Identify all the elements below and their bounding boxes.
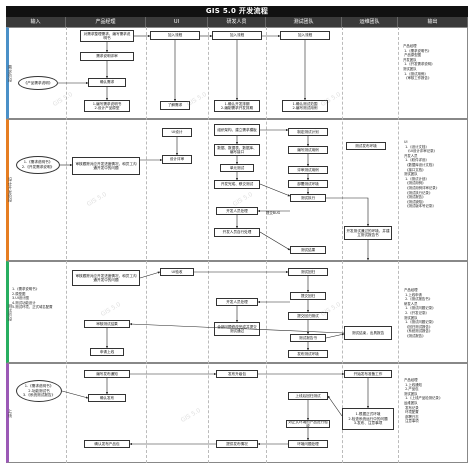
- phase-label-release: 上线: [8, 408, 13, 418]
- box-ops-deploy2: 发布测试环境: [288, 350, 328, 358]
- box-test-pass: 开发测试通过的环境，并建立测试报告书: [344, 226, 392, 240]
- box-ops-release: 开始发布准备工作: [344, 370, 392, 378]
- output-test: 产品经理 1.上线申请 2.《测试报告书》 研发人员 1.《测试问题记录》 2.…: [404, 288, 436, 338]
- box-ui-review: 设计评审: [162, 155, 192, 164]
- box-dev-prod: 提供发布情况: [216, 440, 258, 448]
- box-test-join1: 加入流程: [280, 31, 330, 40]
- box-pm-review: 需求说明评审: [80, 52, 134, 61]
- box-test-review: 评审测试用例: [288, 166, 328, 174]
- box-pm-track2: 审核跟踪对应开发进度情况，和员工沟通开发中的问题: [72, 270, 140, 286]
- column-divider: [66, 27, 67, 463]
- box-dev-unit: 单元测试: [220, 164, 254, 172]
- box-pm-confirm2: 确认发布: [88, 394, 126, 402]
- box-ui-join1: 加入流程: [150, 31, 200, 40]
- column-divider: [342, 27, 343, 463]
- box-test-online: 上线后回归测试: [288, 392, 328, 400]
- phase-design-dev: [6, 119, 468, 261]
- column-header-pm: 产品经理: [66, 17, 146, 27]
- column-header-ui: UI: [146, 17, 208, 27]
- box-ui-draw: UI设计: [162, 128, 192, 137]
- box-dev-join1: 加入流程: [212, 31, 262, 40]
- box-test-reg: 测试回归: [288, 268, 328, 276]
- box-dev-arch: 组织架构、建立需求模板: [214, 124, 260, 136]
- box-pm-confirm: 确认需求: [88, 78, 126, 87]
- box-dev-fix: 开发人员处理: [216, 207, 258, 215]
- box-test-env: 部署测试环境: [288, 180, 328, 188]
- box-test-report: 测试报告书: [290, 334, 326, 342]
- box-pm-accept2: 确认发布产品包: [84, 440, 130, 448]
- box-ops-deploy: 测试发布环境: [346, 142, 386, 150]
- column-divider: [266, 27, 267, 463]
- box-test-return: 提交回归: [290, 292, 326, 300]
- box-dev-ready: 开发完成、移交测试: [214, 180, 260, 189]
- box-dev-conf: 全部问题修改完成并提交测试通过: [214, 322, 260, 336]
- column-header-output: 输出: [398, 17, 468, 27]
- column-header-test: 测试团队: [266, 17, 342, 27]
- label-test-bug: 提交BUG: [266, 211, 281, 215]
- phase-label-requirements: 需求阶段: [8, 64, 13, 82]
- box-test-check2: 对正式环境的产品进行验收: [286, 420, 330, 428]
- box-dev-fixok: 开发人员自行处理: [214, 228, 260, 237]
- phase-label-testing: 测试阶段: [8, 303, 13, 321]
- box-pm-track: 审核跟踪对应开发进度情况，和员工沟通开发中的问题: [72, 157, 140, 175]
- phase-testing: [6, 261, 468, 363]
- column-divider: [208, 27, 209, 463]
- output-requirements: 产品经理 1.《需求说明书》 产品原型图 开发团队 1.《开发需求说明》 测试团…: [403, 44, 435, 81]
- box-dev-pkg: 发布升级包: [216, 370, 258, 378]
- column-header-ops: 运维团队: [342, 17, 398, 27]
- box-test-exec: 测试执行: [290, 194, 326, 202]
- column-divider: [398, 27, 399, 463]
- box-pm-accept: 审核测试结果: [84, 320, 130, 328]
- box-dev-code: 数据、数据表、数据库、编写接口: [214, 144, 260, 156]
- box-test-done: 测试结束，出具报告: [344, 326, 392, 340]
- box-dev-done: 环境问题处理: [288, 440, 328, 448]
- box-pm-release: 编写发布通知: [84, 370, 130, 378]
- input-requirements: 《产品需求说明》: [18, 76, 58, 90]
- phase-release: [6, 363, 468, 463]
- box-test-bug2: 提交回归测试: [288, 312, 328, 320]
- input-design: 1.《需求说明书》2.《开发需求说明》: [16, 156, 60, 174]
- box-test-case: 编写测试用例: [288, 146, 328, 154]
- box-pm-online: 申请上线: [90, 348, 124, 356]
- box-dev-fix2: 开发人员处理: [216, 298, 258, 306]
- box-pm-analysis: 对需求整理需求，编写需求说明书: [80, 30, 134, 42]
- column-header-input: 输入: [6, 17, 66, 27]
- output-design: UI 1.《设计文档》 《UI设计评审记录》 开发人员 1.《软件详设》 《数据…: [404, 140, 439, 209]
- box-ui-learn: 了解需求: [160, 101, 190, 110]
- box-test-result: 测试结果: [290, 246, 326, 254]
- output-release: 产品经理 1.上线通知 2.产品包 测试团队 1.《上线产品检测记录》 运维团队…: [404, 378, 443, 424]
- column-header-dev: 研发人员: [208, 17, 266, 27]
- phase-requirements: [6, 27, 468, 119]
- column-divider: [146, 27, 147, 463]
- input-test: 1.《需求说明书》 2.原型图 3.UI设计图 4.测试功能设计 5.测试环境、…: [12, 287, 53, 310]
- box-test-plan: 制定测试计划: [288, 128, 328, 136]
- box-ui-check: UI验收: [160, 268, 194, 276]
- diagram-title: GIS 5.0 开发流程: [6, 6, 468, 17]
- phase-label-design-dev: 设计开发阶段: [8, 177, 13, 203]
